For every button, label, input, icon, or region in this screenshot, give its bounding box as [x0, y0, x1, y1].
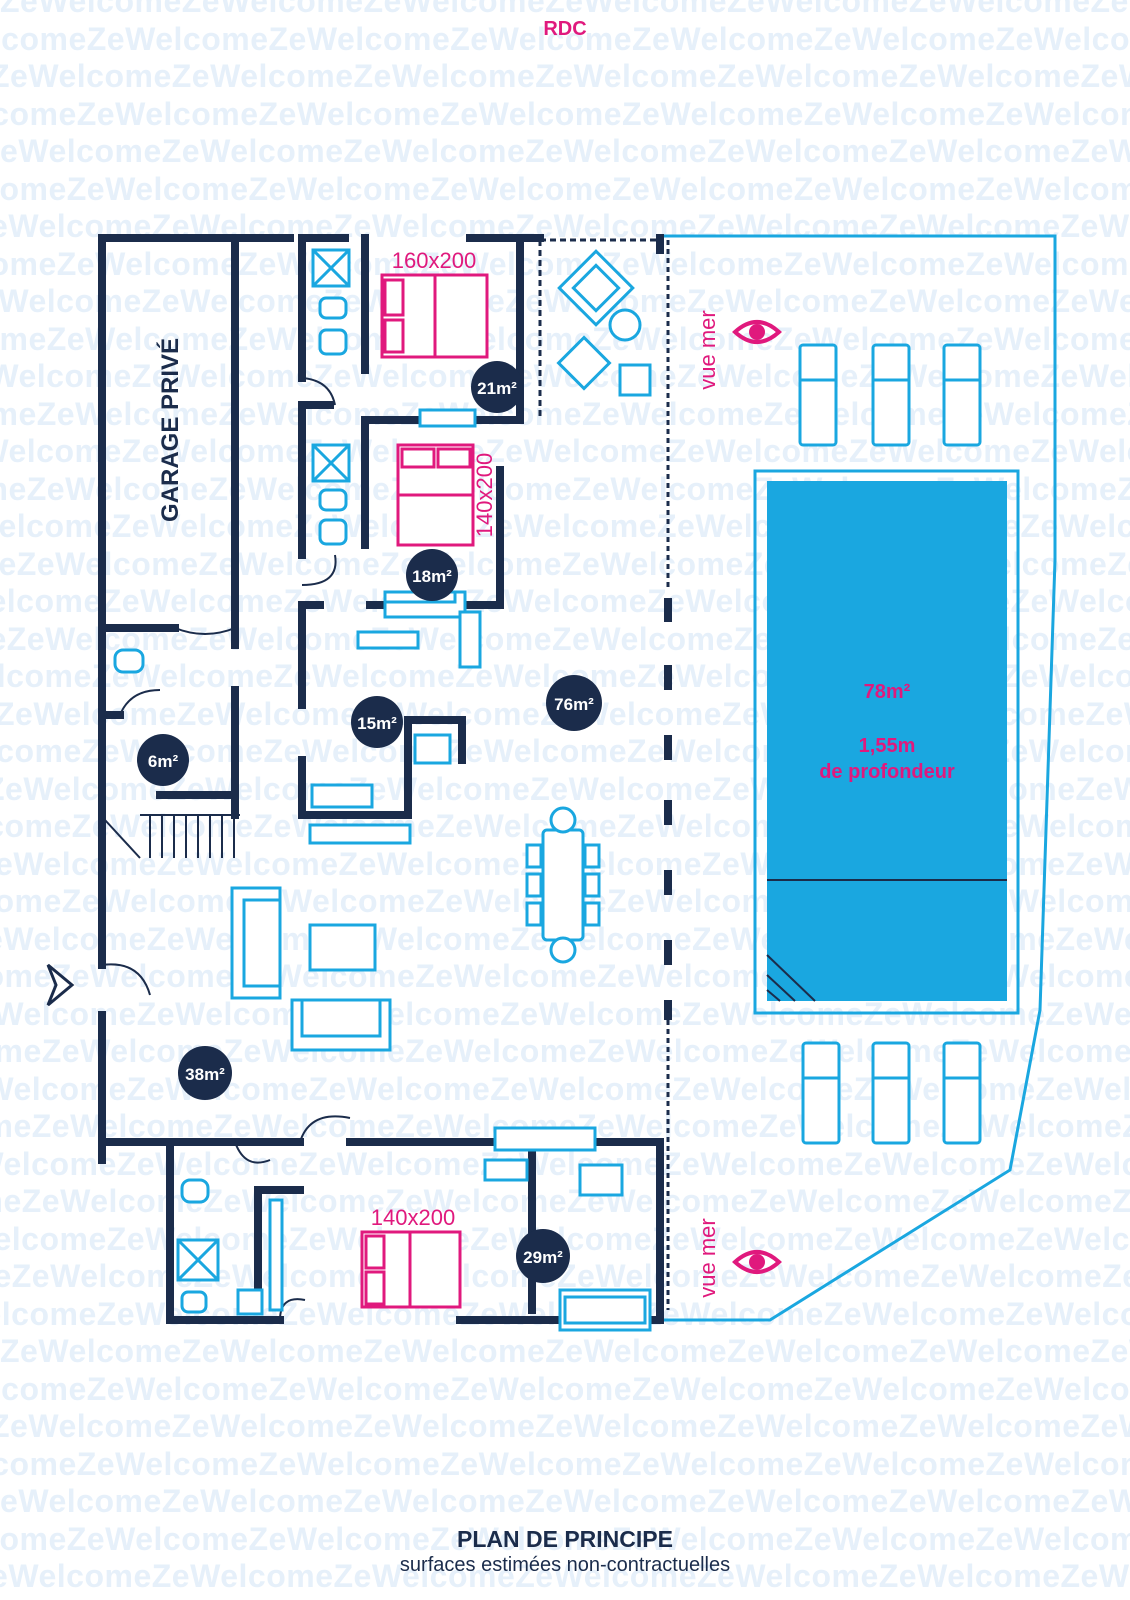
- bed-size-label-2: 140x200: [472, 453, 497, 537]
- svg-text:21m²: 21m²: [477, 379, 517, 398]
- area-badge-bedroom1: 21m²: [471, 361, 523, 413]
- sea-view-label-top: vue mer: [695, 310, 720, 389]
- plan-footer-subtitle: surfaces estimées non-contractuelles: [399, 1554, 731, 1576]
- svg-text:76m²: 76m²: [554, 695, 594, 714]
- dining-table: [525, 806, 601, 964]
- bed-160x200: [380, 273, 489, 359]
- house-walls: [98, 234, 664, 1324]
- floor-label: RDC: [543, 18, 587, 40]
- pool-area-text: 78m²: [864, 681, 911, 703]
- bed-140x200-upper: [396, 443, 475, 547]
- terrace-lounge-set: [556, 249, 652, 397]
- eye-icon-bottom: [732, 1250, 782, 1274]
- entrance-arrow-icon: [46, 963, 75, 1007]
- bed-140x200-lower: [360, 1230, 462, 1309]
- bed-size-label-3: 140x200: [371, 1205, 455, 1230]
- pool-depth-text: 1,55m: [859, 735, 916, 757]
- plan-footer-title: PLAN DE PRINCIPE: [457, 1526, 673, 1552]
- svg-text:18m²: 18m²: [412, 567, 452, 586]
- area-badge-terrace: 76m²: [546, 675, 602, 731]
- pool-steps: [766, 954, 816, 1002]
- bed-size-label-1: 160x200: [392, 248, 476, 273]
- eye-icon-top: [732, 320, 782, 344]
- area-badge-bedroom2: 18m²: [406, 549, 458, 601]
- area-badge-bedroom3: 29m²: [516, 1229, 570, 1283]
- sun-loungers-bottom: [801, 1041, 982, 1145]
- area-badge-wc: 6m²: [137, 734, 189, 786]
- sun-loungers-top: [798, 343, 982, 447]
- svg-text:6m²: 6m²: [148, 752, 179, 771]
- pool-deck-outline: [660, 234, 1057, 1322]
- living-furniture: [230, 886, 652, 1332]
- svg-text:38m²: 38m²: [185, 1065, 225, 1084]
- pool-water: [767, 481, 1007, 1001]
- garage-label: GARAGE PRIVÉ: [156, 338, 184, 522]
- area-badge-kitchen: 15m²: [351, 696, 403, 748]
- area-badge-living: 38m²: [178, 1046, 232, 1100]
- pool-depth-note-text: de profondeur: [819, 761, 955, 783]
- bathroom-fixtures: [113, 248, 351, 1316]
- sea-view-label-bottom: vue mer: [695, 1218, 720, 1297]
- svg-text:15m²: 15m²: [357, 714, 397, 733]
- svg-text:29m²: 29m²: [523, 1248, 563, 1267]
- pool-border: [753, 469, 1020, 1015]
- plan-footer: PLAN DE PRINCIPE surfaces estimées non-c…: [0, 1525, 1130, 1577]
- door-swings: [101, 377, 351, 1321]
- staircase: [104, 814, 240, 859]
